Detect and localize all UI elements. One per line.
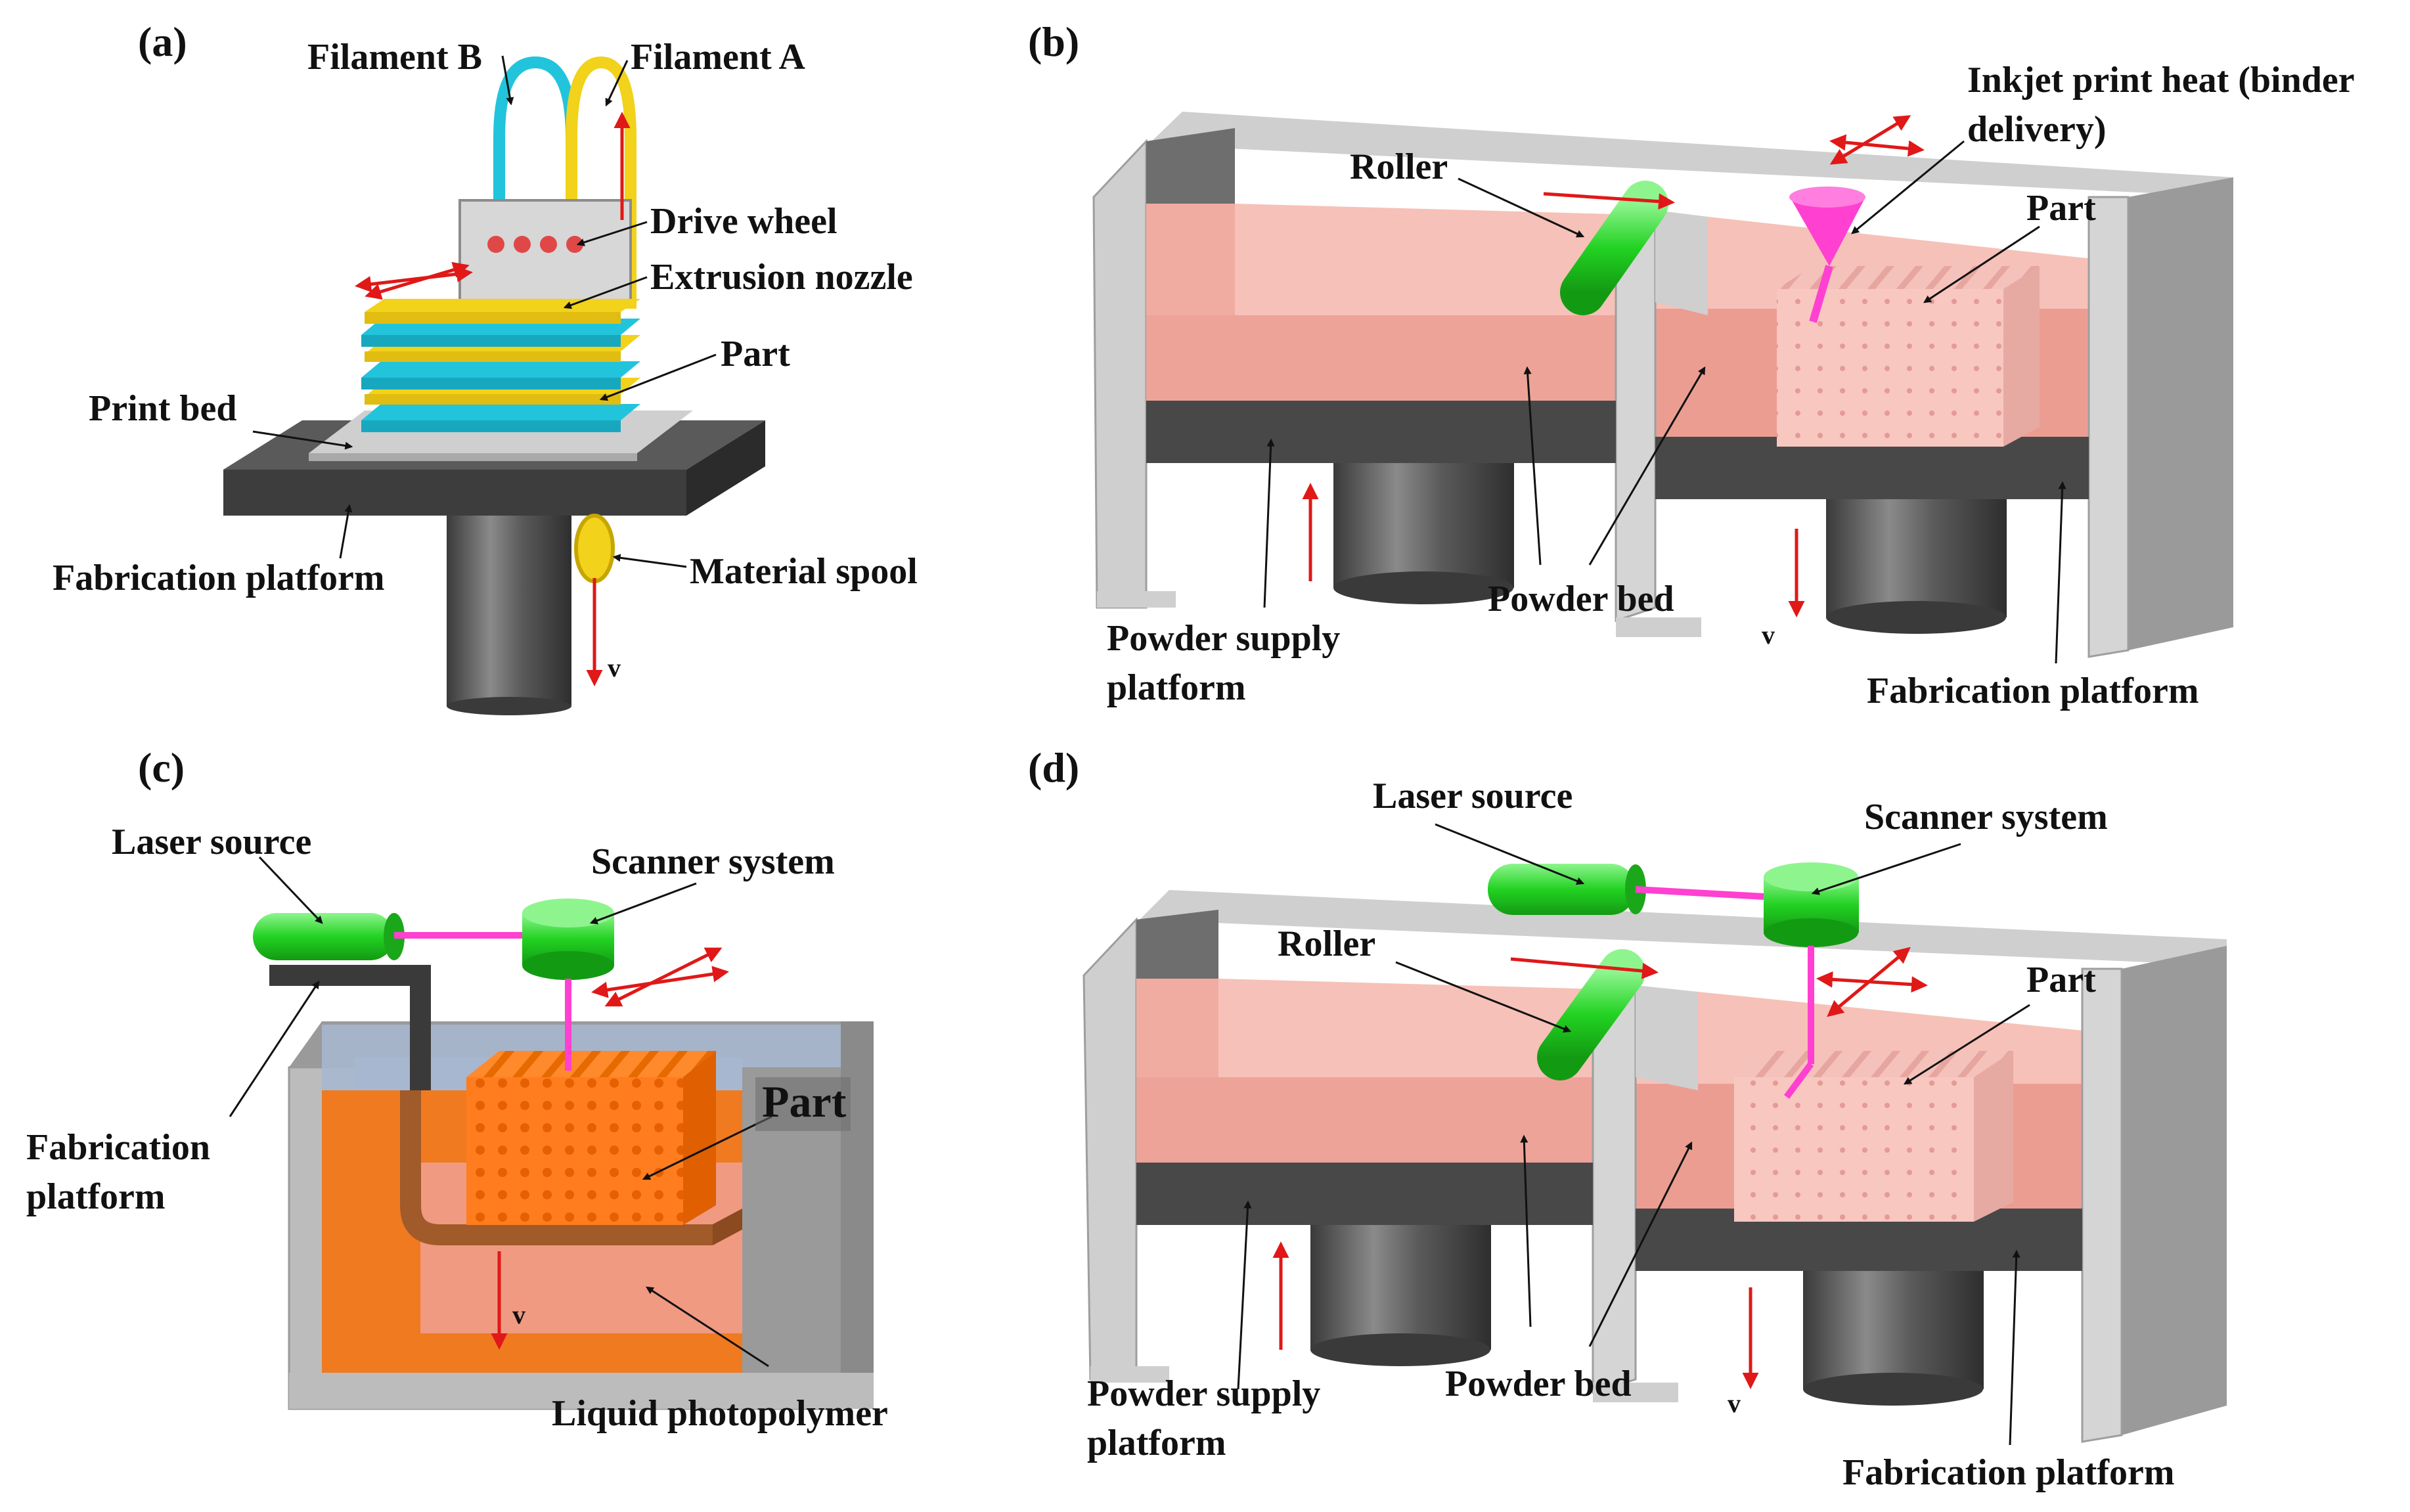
label-part-a: Part [721,334,790,374]
label-filament-a: Filament A [631,37,806,78]
label-v-b: v [1762,620,1775,650]
panel-b: (b) [1028,18,2355,711]
label-drive-wheel: Drive wheel [650,201,837,242]
panel-c-tag: (c) [138,744,185,791]
scan-arrow-d2 [1827,946,1911,1017]
label-laser-source-c: Laser source [112,822,311,862]
label-scanner-system-d: Scanner system [1864,797,2108,837]
label-v-a: v [608,653,621,682]
part-block-c [466,1051,716,1225]
part-block-d [1734,1051,2013,1222]
panel-a: (a) [53,18,918,715]
label-material-spool: Material spool [690,551,918,592]
label-powder-supply-b1: Powder supply [1107,618,1340,659]
panel-d-tag: (d) [1028,744,1079,791]
label-fabrication-c2: platform [26,1176,166,1217]
laser-source-d [1488,864,1646,915]
label-fabrication-platform-a: Fabrication platform [53,558,384,598]
scanner-system-d [1764,862,1859,947]
panel-c: (c) [26,744,888,1434]
filament-a [566,56,636,309]
label-inkjet-line2: delivery) [1967,109,2106,150]
motion-arrow-y [365,261,470,300]
scan-arrow-c2 [604,947,723,1007]
binder-jet [1809,265,1833,323]
drive-wheel-1 [487,236,504,253]
label-fabrication-platform-d: Fabrication platform [1842,1452,2174,1493]
scanner-system-c [522,899,614,980]
inkjet-head [1789,187,1865,323]
label-laser-source-d: Laser source [1373,776,1573,816]
roller-d [1537,949,1645,1080]
panel-d: (d) [1028,744,2227,1493]
label-v-c: v [512,1300,525,1329]
label-inkjet-line1: Inkjet print heat (binder [1967,60,2355,100]
label-powder-bed-d: Powder bed [1445,1364,1632,1404]
drive-wheel-box [458,199,632,303]
part-layers-a [361,299,640,432]
laser-source-c [253,913,405,960]
label-print-bed: Print bed [89,388,237,429]
fabrication-platform-b [1655,437,2089,499]
roller-motion-arrow-d [1510,957,1659,979]
label-part-d: Part [2026,960,2096,1000]
label-part-c: Part [762,1077,847,1126]
drive-wheel-3 [540,236,557,253]
label-powder-bed-b: Powder bed [1488,579,1674,619]
label-roller-b: Roller [1350,146,1448,187]
drive-wheel-2 [514,236,531,253]
label-powder-supply-d2: platform [1087,1423,1226,1463]
inkjet-motion-arrow-2 [1829,134,1925,157]
label-v-d: v [1728,1389,1741,1418]
powder-supply-platform-b [1146,401,1616,463]
scan-arrow-c1 [591,966,729,998]
powder-supply-platform-d [1136,1163,1593,1225]
label-liquid-photopolymer: Liquid photopolymer [552,1393,888,1434]
laser-beam-d1 [1635,886,1764,900]
label-scanner-system-c: Scanner system [591,841,835,882]
label-part-b: Part [2026,188,2096,229]
label-extrusion-nozzle: Extrusion nozzle [650,257,913,298]
support-column [447,516,571,706]
label-fabrication-platform-b: Fabrication platform [1867,671,2198,711]
motion-arrow-x [355,265,473,293]
material-spool-icon [574,514,615,583]
fabrication-platform-c [269,965,742,1245]
label-filament-b: Filament B [307,37,482,78]
panel-b-tag: (b) [1028,18,1079,65]
roller-motion-arrow [1543,192,1675,210]
label-powder-supply-d1: Powder supply [1087,1373,1320,1414]
part-block-b [1777,266,2040,447]
laser-beam-d3 [1783,1062,1814,1099]
label-roller-d: Roller [1278,923,1375,964]
panel-a-tag: (a) [138,18,187,65]
roller-b [1560,181,1668,315]
label-fabrication-c1: Fabrication [26,1127,210,1168]
label-powder-supply-b2: platform [1107,667,1246,708]
